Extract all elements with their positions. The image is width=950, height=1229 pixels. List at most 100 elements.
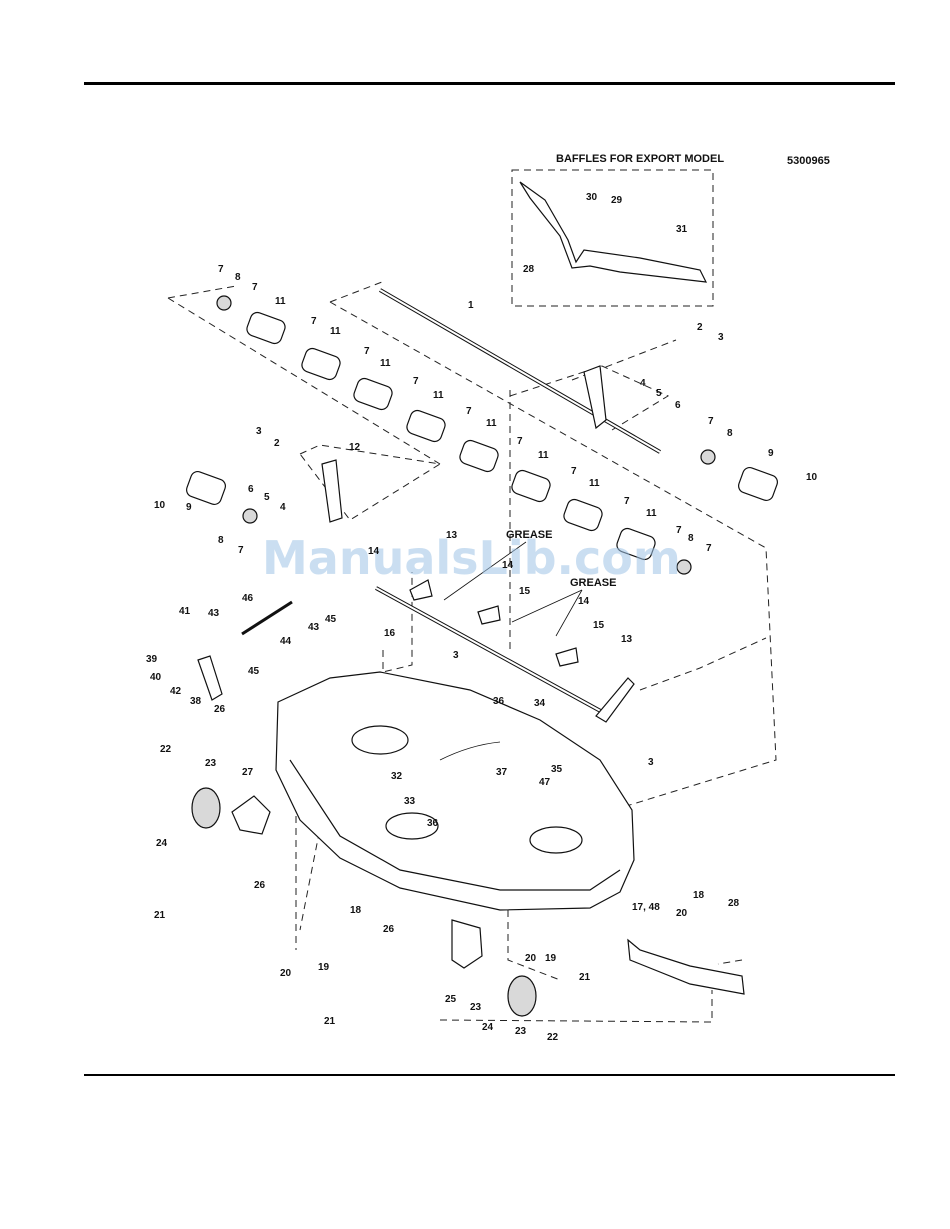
callout-c21b: 21 xyxy=(324,1016,336,1027)
callout-c19b: 19 xyxy=(545,953,557,964)
callout-c3c: 3 xyxy=(453,650,459,661)
callout-c22b: 22 xyxy=(547,1032,559,1043)
callout-c11g: 11 xyxy=(589,478,600,489)
callout-c30: 30 xyxy=(586,192,598,203)
callout-c7f: 7 xyxy=(466,406,472,417)
callout-c6b: 6 xyxy=(248,484,254,495)
callout-c1748: 17, 48 xyxy=(632,902,660,913)
callout-c7i: 7 xyxy=(624,496,630,507)
rear-baffle xyxy=(627,938,745,995)
callout-c11h: 11 xyxy=(646,508,657,519)
callout-c43b: 43 xyxy=(208,608,220,619)
callout-c10b: 10 xyxy=(154,500,166,511)
callout-c46: 46 xyxy=(242,593,254,604)
callout-c7c: 7 xyxy=(311,316,317,327)
callout-c37: 37 xyxy=(496,767,508,778)
callout-c7m: 7 xyxy=(238,545,244,556)
callout-c25: 25 xyxy=(445,994,457,1005)
callout-c7k: 7 xyxy=(706,543,712,554)
callout-c11f: 11 xyxy=(538,450,549,461)
callout-c15b: 15 xyxy=(593,620,605,631)
mower-deck xyxy=(275,671,635,911)
callout-c2a: 2 xyxy=(697,322,703,333)
callout-c11d: 11 xyxy=(433,390,444,401)
callout-c8c: 8 xyxy=(727,428,733,439)
callout-c11b: 11 xyxy=(330,326,341,337)
callout-c28b: 28 xyxy=(728,898,740,909)
callout-c31: 31 xyxy=(676,224,688,235)
callout-c1: 1 xyxy=(468,300,474,311)
callout-c5a: 5 xyxy=(656,388,662,399)
grease-label-1: GREASE xyxy=(506,529,552,541)
callout-c8b: 8 xyxy=(688,533,694,544)
linkage-parts xyxy=(197,600,293,701)
callout-c7g: 7 xyxy=(517,436,523,447)
callout-c13a: 13 xyxy=(446,530,458,541)
callout-c24a: 24 xyxy=(156,838,168,849)
callout-c45a: 45 xyxy=(325,614,337,625)
inset-box xyxy=(511,169,714,307)
callout-c24b: 24 xyxy=(482,1022,494,1033)
callout-c42: 42 xyxy=(170,686,182,697)
callout-c41: 41 xyxy=(179,606,191,617)
callout-c14c: 14 xyxy=(578,596,590,607)
callout-c8d: 8 xyxy=(218,535,224,546)
callout-c18b: 18 xyxy=(693,890,705,901)
callout-c21a: 21 xyxy=(154,910,166,921)
callout-c4b: 4 xyxy=(280,502,286,513)
callout-c32: 32 xyxy=(391,771,403,782)
callout-c33: 33 xyxy=(404,796,416,807)
callout-c7l: 7 xyxy=(708,416,714,427)
callout-c36b: 36 xyxy=(427,818,439,829)
callout-c47: 47 xyxy=(539,777,551,788)
callout-c23b: 23 xyxy=(470,1002,482,1013)
lift-rod xyxy=(375,579,635,723)
callout-c27: 27 xyxy=(242,767,254,778)
roller-brackets xyxy=(321,365,607,523)
callout-c45b: 45 xyxy=(248,666,260,677)
callout-c7d: 7 xyxy=(364,346,370,357)
callout-c8a: 8 xyxy=(235,272,241,283)
callout-c43a: 43 xyxy=(308,622,320,633)
callout-c28a: 28 xyxy=(523,264,535,275)
watermark: ManualsLib.com xyxy=(262,531,681,585)
inset-title: BAFFLES FOR EXPORT MODEL xyxy=(556,153,724,165)
callout-c35: 35 xyxy=(551,764,563,775)
bottom-rule xyxy=(84,1074,895,1076)
gauge-wheels xyxy=(191,787,537,1017)
callout-c34: 34 xyxy=(534,698,546,709)
callout-c2b: 2 xyxy=(274,438,280,449)
callout-c3a: 3 xyxy=(718,332,724,343)
callout-c9a: 9 xyxy=(768,448,774,459)
callout-c20c: 20 xyxy=(676,908,688,919)
callout-c4a: 4 xyxy=(640,378,646,389)
callout-c23a: 23 xyxy=(205,758,217,769)
callout-c7a: 7 xyxy=(218,264,224,275)
callout-c9b: 9 xyxy=(186,502,192,513)
callout-c3b: 3 xyxy=(256,426,262,437)
callout-c11a: 11 xyxy=(275,296,286,307)
callout-c18a: 18 xyxy=(350,905,362,916)
callout-c20b: 20 xyxy=(525,953,537,964)
callout-c14b: 14 xyxy=(502,560,514,571)
callout-c44: 44 xyxy=(280,636,292,647)
callout-c39: 39 xyxy=(146,654,158,665)
callout-c26a: 26 xyxy=(214,704,226,715)
callout-c26c: 26 xyxy=(383,924,395,935)
callout-c5b: 5 xyxy=(264,492,270,503)
callout-c20a: 20 xyxy=(280,968,292,979)
callout-c22a: 22 xyxy=(160,744,172,755)
callout-c21c: 21 xyxy=(579,972,591,983)
callout-c14a: 14 xyxy=(368,546,380,557)
callout-c15a: 15 xyxy=(519,586,531,597)
callout-c7j: 7 xyxy=(676,525,682,536)
top-rule xyxy=(84,82,895,85)
rollers xyxy=(186,295,778,575)
callout-c7e: 7 xyxy=(413,376,419,387)
callout-c26b: 26 xyxy=(254,880,266,891)
baffle-part xyxy=(519,181,708,283)
callout-c11e: 11 xyxy=(486,418,497,429)
callout-c29: 29 xyxy=(611,195,623,206)
